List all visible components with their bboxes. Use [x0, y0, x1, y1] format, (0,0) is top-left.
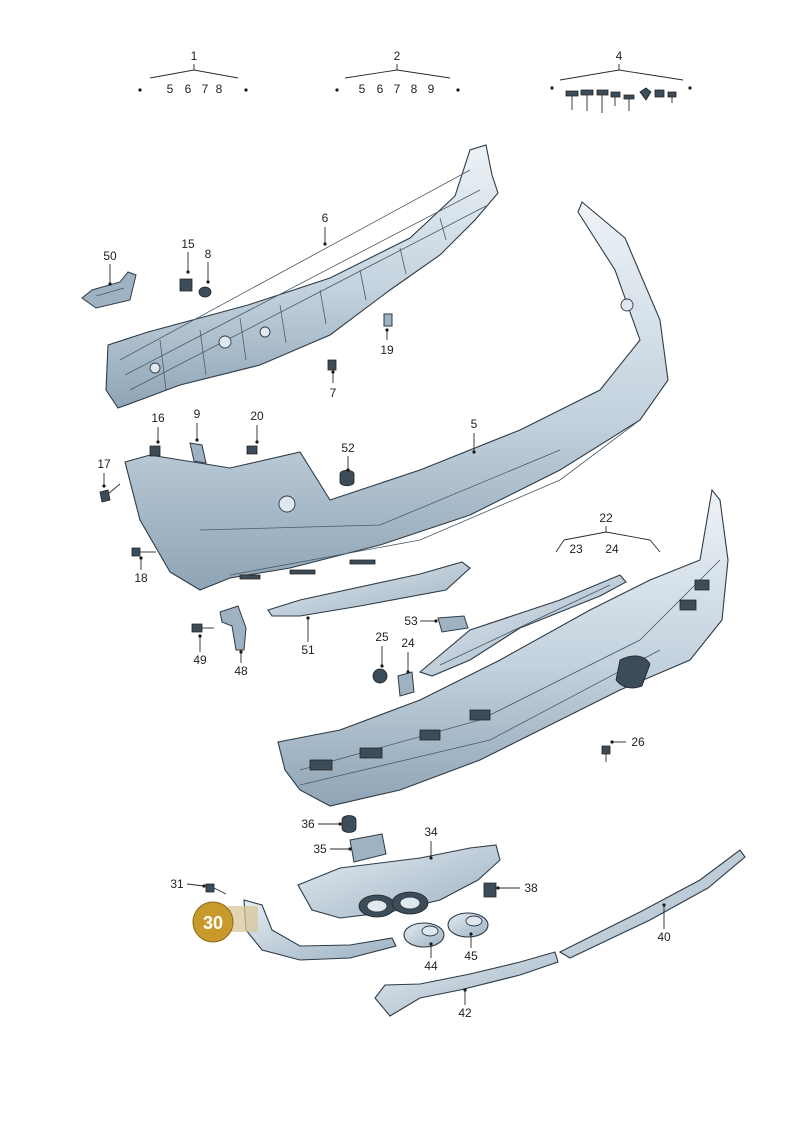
part-label-51: 51 [301, 616, 315, 657]
group-1-sub-4: 8 [216, 82, 223, 96]
group-1-sub-3: 7 [202, 82, 209, 96]
svg-text:16: 16 [151, 411, 165, 425]
part-label-36: 36 [301, 817, 342, 831]
frame-23 [418, 574, 627, 677]
part-label-45: 45 [464, 932, 478, 963]
part-label-8: 8 [205, 247, 212, 284]
group-2-sub-1: 5 [359, 82, 366, 96]
corner-trim-30 [243, 899, 397, 961]
fasteners-set-icon [565, 87, 677, 113]
group-1-sub-2: 6 [185, 82, 192, 96]
svg-text:6: 6 [322, 211, 329, 225]
part-label-24: 24 [401, 636, 415, 674]
part-label-53: 53 [404, 614, 438, 628]
svg-text:19: 19 [380, 343, 394, 357]
svg-text:25: 25 [375, 630, 389, 644]
callout-label: 30 [203, 913, 223, 933]
svg-text:18: 18 [134, 571, 148, 585]
bracket-50 [81, 271, 137, 309]
part-label-31: 31 [170, 877, 206, 891]
highlight-callout-30[interactable]: 30 [192, 901, 258, 943]
part-label-42: 42 [458, 988, 472, 1020]
part-label-17: 17 [97, 457, 111, 488]
svg-text:15: 15 [181, 237, 195, 251]
part-label-9: 9 [194, 407, 201, 442]
part-label-48: 48 [234, 650, 248, 678]
part-label-25: 25 [375, 630, 389, 668]
part-label-35: 35 [313, 842, 352, 856]
svg-text:26: 26 [631, 735, 645, 749]
svg-text:40: 40 [657, 930, 671, 944]
svg-text:45: 45 [464, 949, 478, 963]
part-label-6: 6 [322, 211, 329, 246]
svg-text:8: 8 [205, 247, 212, 261]
bumper-cover-5 [124, 201, 669, 591]
group-1: 1 5 6 7 8 [138, 49, 248, 96]
part-label-38: 38 [496, 881, 538, 895]
part-label-16: 16 [151, 411, 165, 444]
group-2-label: 2 [394, 49, 401, 63]
svg-text:5: 5 [471, 417, 478, 431]
group-22-label: 22 [599, 511, 613, 525]
svg-text:7: 7 [330, 386, 337, 400]
svg-text:20: 20 [250, 409, 264, 423]
svg-text:53: 53 [404, 614, 418, 628]
group-22-sub-23: 23 [569, 542, 583, 556]
group-2: 2 5 6 7 8 9 [335, 49, 460, 96]
part-label-20: 20 [250, 409, 264, 444]
svg-text:48: 48 [234, 664, 248, 678]
group-4: 4 [550, 49, 692, 113]
group-2-sub-4: 8 [411, 82, 418, 96]
tip-cover-45 [447, 912, 489, 938]
trim-strip-51 [267, 561, 471, 617]
group-2-sub-5: 9 [428, 82, 435, 96]
svg-text:34: 34 [424, 825, 438, 839]
svg-text:38: 38 [524, 881, 538, 895]
part-label-34: 34 [424, 825, 438, 860]
group-2-sub-2: 6 [377, 82, 384, 96]
group-1-sub-1: 5 [167, 82, 174, 96]
bumper-reinforcement-6 [105, 144, 499, 409]
svg-text:36: 36 [301, 817, 315, 831]
exhaust-panel-34 [297, 844, 501, 919]
part-label-26: 26 [610, 735, 645, 749]
part-label-15: 15 [181, 237, 195, 274]
part-label-49: 49 [193, 634, 207, 667]
lower-strip-40 [558, 849, 746, 959]
part-label-44: 44 [424, 942, 438, 973]
svg-text:51: 51 [301, 643, 315, 657]
tip-cover-44 [403, 922, 445, 948]
small-hardware [99, 278, 611, 898]
part-label-40: 40 [657, 903, 671, 944]
part-label-18: 18 [134, 556, 148, 585]
svg-text:52: 52 [341, 441, 355, 455]
part-label-7: 7 [330, 370, 337, 400]
part-label-50: 50 [103, 249, 117, 286]
svg-text:17: 17 [97, 457, 111, 471]
svg-text:50: 50 [103, 249, 117, 263]
svg-text:9: 9 [194, 407, 201, 421]
bracket-48 [219, 605, 247, 651]
svg-text:31: 31 [170, 877, 184, 891]
lower-strip-42 [374, 951, 559, 1017]
group-1-label: 1 [191, 49, 198, 63]
group-2-sub-3: 7 [394, 82, 401, 96]
svg-text:35: 35 [313, 842, 327, 856]
svg-text:49: 49 [193, 653, 207, 667]
group-22: 22 23 24 [555, 511, 661, 556]
group-4-label: 4 [616, 49, 623, 63]
lower-diffuser-22 [277, 488, 729, 807]
part-label-52: 52 [341, 441, 355, 472]
svg-text:44: 44 [424, 959, 438, 973]
svg-text:24: 24 [401, 636, 415, 650]
part-label-5: 5 [471, 417, 478, 454]
group-22-sub-24: 24 [605, 542, 619, 556]
callout-badge [192, 901, 234, 943]
part-label-19: 19 [380, 328, 394, 357]
svg-text:42: 42 [458, 1006, 472, 1020]
